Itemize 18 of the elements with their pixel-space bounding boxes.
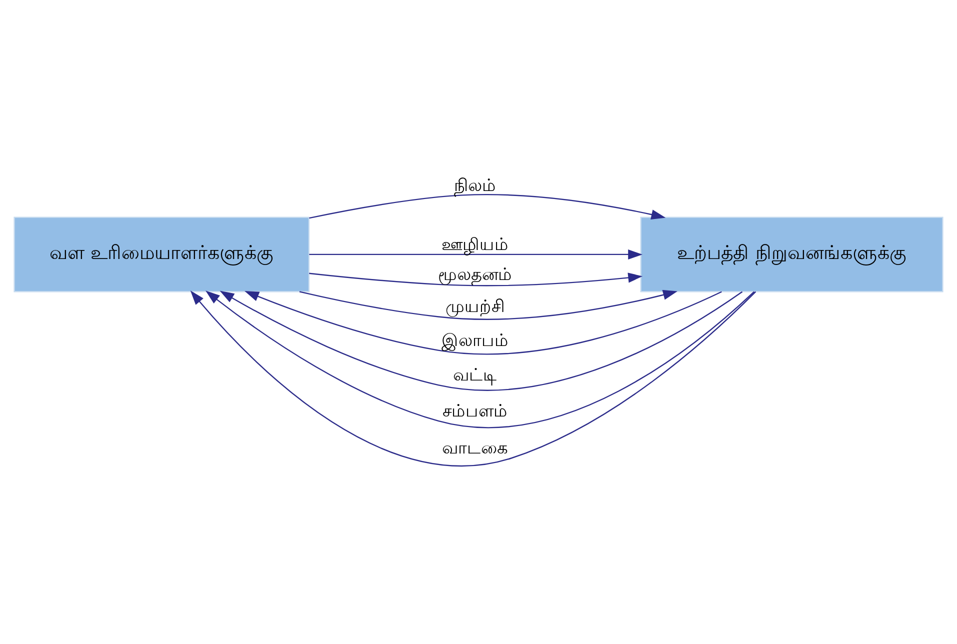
edge-label: சம்பளம் [442, 400, 508, 420]
arrow [190, 290, 756, 466]
arrow [309, 249, 642, 260]
edge-label: வட்டி [452, 364, 497, 384]
edge-label: ஊழியம் [441, 234, 508, 254]
arrow [299, 290, 678, 320]
edge-label: மூலதனம் [438, 264, 512, 284]
edge-label: இலாபம் [441, 330, 508, 350]
edge-label: நிலம் [454, 175, 496, 196]
edge-label: வாடகை [442, 438, 508, 458]
arrow [206, 290, 755, 428]
arrow [309, 194, 666, 220]
node-box: உற்பத்தி நிறுவனங்களுக்கு [640, 216, 944, 292]
arrow [244, 291, 722, 355]
node-box: வள உரிமையாளர்களுக்கு [14, 216, 310, 292]
arrow [220, 290, 743, 391]
arrow [309, 272, 643, 286]
edge-label: முயற்சி [445, 296, 504, 316]
